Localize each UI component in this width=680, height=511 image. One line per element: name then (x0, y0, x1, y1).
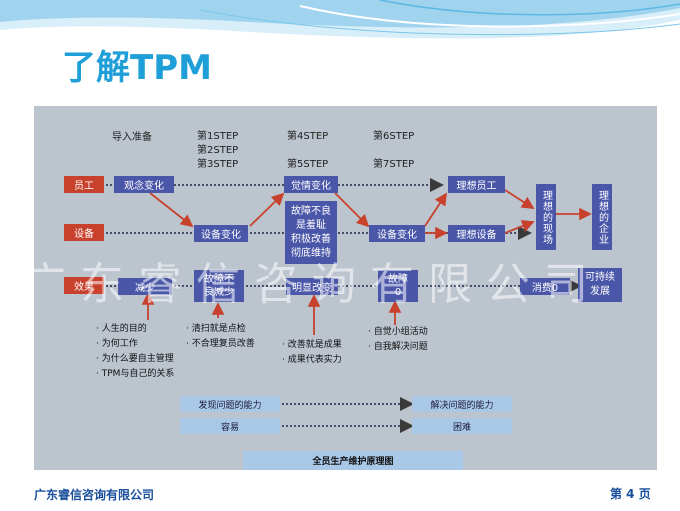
header-wave-decoration (0, 0, 680, 39)
slide-title: 了解TPM (62, 48, 212, 88)
box-easy: 容易 (180, 418, 280, 434)
stage-step3: 第3STEP (197, 159, 239, 170)
row-label-equipment: 设备 (64, 224, 104, 241)
row-label-effect: 效果 (64, 277, 104, 294)
box-hard: 困难 (412, 418, 512, 434)
stage-step5: 第5STEP (287, 159, 329, 170)
note-item: · 为何工作 (96, 339, 138, 349)
box-ideal-site: 理想的现场 (536, 184, 556, 250)
note-item: · 为什么要自主管理 (96, 354, 174, 364)
box-discover-ability: 发现问题的能力 (180, 396, 280, 412)
note-item: · 自觉小组活动 (368, 327, 428, 337)
note-item: · 清扫就是点检 (186, 324, 246, 334)
notes-prep: · 人生的目的 · 为何工作 · 为什么要自主管理 · TPM与自己的关系 (96, 322, 174, 382)
footer-company-name: 广东睿信咨询有限公司 (34, 488, 155, 502)
box-effect-3: 明显改变 (286, 278, 338, 295)
note-item: · 成果代表实力 (282, 355, 342, 365)
company-watermark: 广东睿信咨询有限公司 (22, 259, 602, 310)
stage-step4: 第4STEP (287, 131, 329, 142)
stage-prep: 导入准备 (112, 132, 152, 143)
box-effect-5: 消费0 (520, 278, 570, 295)
stage-step1: 第1STEP (197, 131, 239, 142)
box-sustainable: 可持续 发展 (578, 268, 622, 302)
note-item: · 改善就是成果 (282, 340, 342, 350)
box-defect-shame: 故障不良 是羞耻 积极改善 彻底维持 (285, 201, 337, 264)
notes-step1-3: · 清扫就是点检 · 不合理复员改善 (186, 322, 255, 352)
notes-step4-5: · 改善就是成果 · 成果代表实力 (282, 338, 342, 368)
box-equipment-change-1: 设备变化 (194, 225, 248, 242)
box-ideal-staff: 理想员工 (448, 176, 505, 193)
box-feeling-change: 觉情变化 (284, 176, 338, 193)
box-effect-1: 减少 (118, 278, 172, 295)
note-item: · TPM与自己的关系 (96, 369, 175, 379)
footer-page-number: 第 4 页 (610, 487, 651, 501)
note-item: · 人生的目的 (96, 324, 147, 334)
box-ideal-enterprise: 理想的企业 (592, 184, 612, 250)
note-item: · 不合理复员改善 (186, 339, 255, 349)
box-equipment-change-2: 设备变化 (369, 225, 425, 242)
box-effect-2: 故障不 良减少 (194, 270, 244, 302)
notes-step6-7: · 自觉小组活动 · 自我解决问题 (368, 325, 428, 355)
note-item: · 自我解决问题 (368, 342, 428, 352)
row-label-staff: 员工 (64, 176, 104, 193)
box-ideal-equipment: 理想设备 (448, 225, 505, 242)
box-solve-ability: 解决问题的能力 (412, 396, 512, 412)
stage-step7: 第7STEP (373, 159, 415, 170)
box-effect-4: 故障 0 (378, 270, 418, 302)
box-concept-change: 观念变化 (114, 176, 174, 193)
stage-step6: 第6STEP (373, 131, 415, 142)
stage-step2: 第2STEP (197, 145, 239, 156)
diagram-caption: 全员生产维护原理图 (243, 451, 463, 470)
